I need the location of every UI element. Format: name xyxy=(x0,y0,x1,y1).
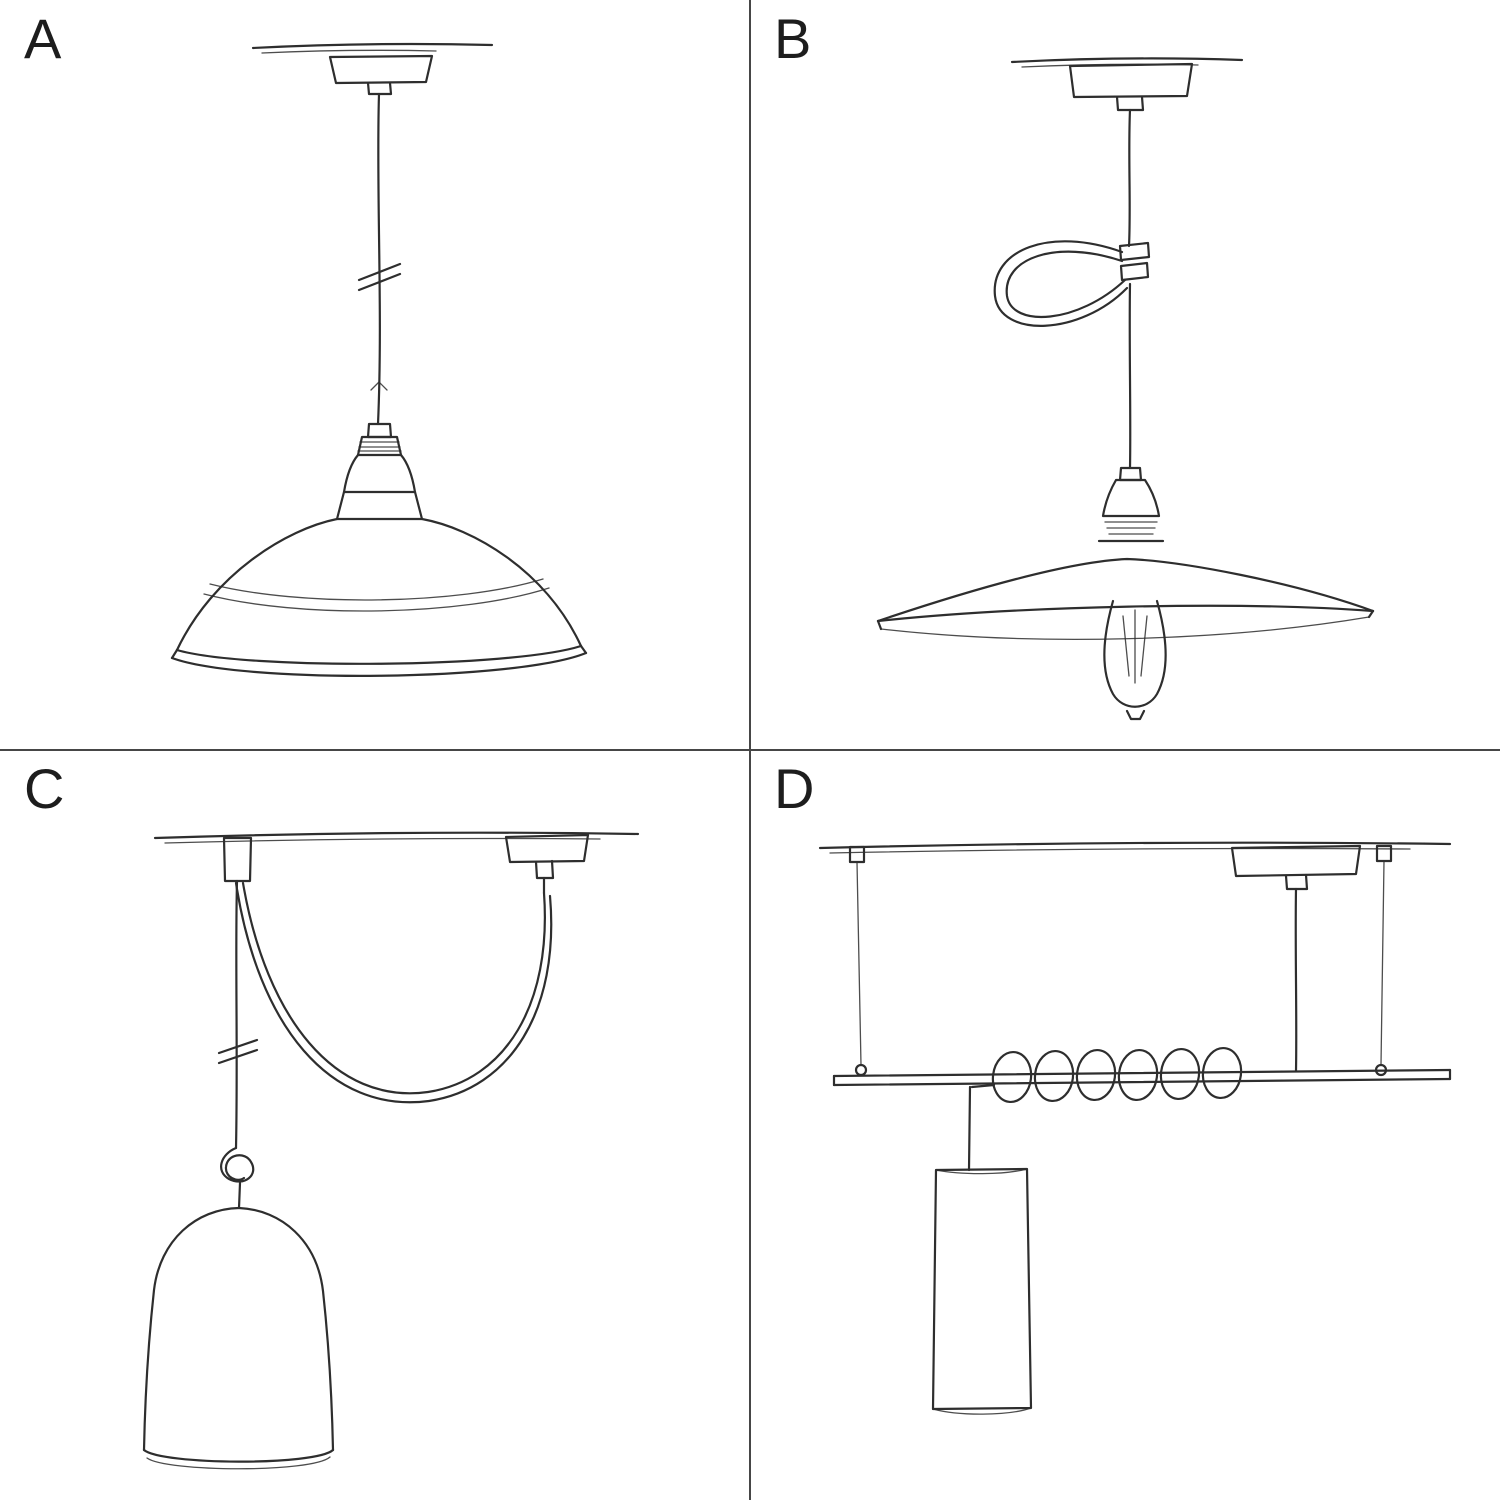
pendant-with-flat-plate-shade-exposed-bulb-and-cable-loop-sketch xyxy=(876,57,1375,721)
lamp-socket xyxy=(335,422,424,521)
panel-b-label: B xyxy=(774,7,814,70)
ceiling-rose xyxy=(504,833,590,895)
panel-d: D xyxy=(750,750,1500,1500)
ceiling-rose xyxy=(1068,62,1194,112)
bowl-shade xyxy=(170,517,588,677)
swag-cable xyxy=(234,881,553,1104)
drop-cable xyxy=(217,879,259,1150)
swag-pendant-with-hook-knot-and-bell-shade-sketch xyxy=(142,831,640,1470)
cable-knot xyxy=(220,1146,255,1210)
ceiling-rose xyxy=(328,54,434,96)
pendant-cable xyxy=(1127,108,1132,470)
tube-shade xyxy=(931,1167,1033,1415)
panel-a-label: A xyxy=(24,7,64,70)
pendant-cable xyxy=(357,92,402,426)
ceiling-rose xyxy=(1230,844,1362,1073)
horizontal-bar xyxy=(832,1068,1452,1087)
bell-shade xyxy=(142,1206,335,1470)
ceiling-line xyxy=(818,841,1452,854)
ceiling-line xyxy=(251,42,494,54)
flat-plate-shade xyxy=(876,557,1375,640)
suspension-wires xyxy=(848,844,1393,1077)
panel-b: B xyxy=(750,0,1500,750)
edison-bulb xyxy=(1103,599,1167,721)
lamp-socket xyxy=(1097,466,1165,543)
coiled-cable xyxy=(970,1046,1243,1104)
pendant-with-industrial-bowl-shade-sketch xyxy=(170,42,588,677)
panel-c: C xyxy=(0,750,750,1500)
excess-cable-loop xyxy=(993,240,1129,327)
panel-c-label: C xyxy=(24,757,67,820)
bar-suspension-pendant-with-coiled-cable-and-tube-shade-sketch xyxy=(818,841,1452,1415)
panel-d-label: D xyxy=(774,757,817,820)
cable-clip xyxy=(1118,241,1151,282)
ceiling-hook xyxy=(222,836,253,883)
horizontal-divider xyxy=(0,749,1500,751)
panel-a: A xyxy=(0,0,750,750)
drop-cable xyxy=(967,1085,972,1172)
